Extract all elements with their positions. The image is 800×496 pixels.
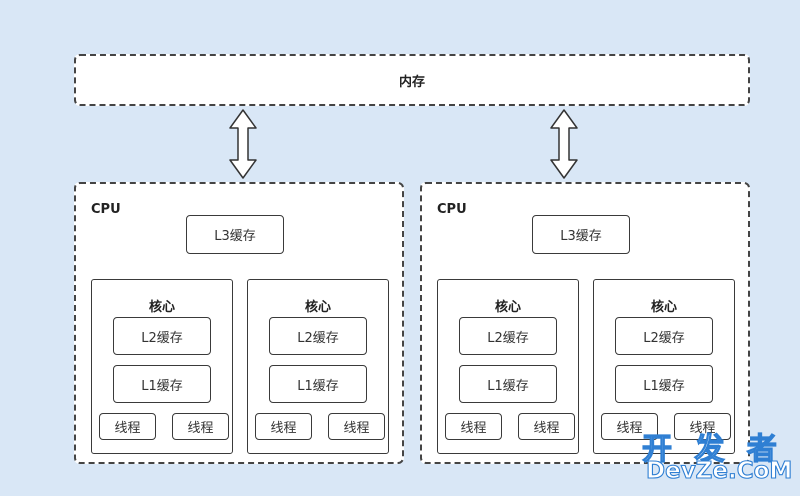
l2-cache-box: L2缓存 bbox=[113, 317, 211, 355]
thread-box: 线程 bbox=[172, 413, 229, 440]
thread-box: 线程 bbox=[445, 413, 502, 440]
l1-cache-box: L1缓存 bbox=[459, 365, 557, 403]
thread-label: 线程 bbox=[533, 421, 560, 436]
thread-box: 线程 bbox=[518, 413, 575, 440]
thread-label: 线程 bbox=[343, 421, 370, 436]
l1-cache-box: L1缓存 bbox=[269, 365, 367, 403]
thread-label: 线程 bbox=[114, 421, 141, 436]
core-box: 核心 L2缓存 L1缓存 线程 线程 bbox=[593, 279, 735, 454]
l3-cache-box: L3缓存 bbox=[186, 215, 284, 254]
core-box: 核心 L2缓存 L1缓存 线程 线程 bbox=[437, 279, 579, 454]
l2-cache-box: L2缓存 bbox=[459, 317, 557, 355]
l2-cache-label: L2缓存 bbox=[297, 330, 339, 346]
thread-label: 线程 bbox=[187, 421, 214, 436]
core-label: 核心 bbox=[650, 300, 677, 315]
thread-label: 线程 bbox=[689, 421, 716, 436]
double-arrow-icon bbox=[550, 109, 578, 179]
memory-box: 内存 bbox=[74, 54, 750, 106]
memory-label: 内存 bbox=[398, 74, 425, 90]
cpu-box: CPU L3缓存 核心 L2缓存 L1缓存 线程 线程 核心 L2缓存 L1缓存… bbox=[420, 182, 750, 464]
thread-box: 线程 bbox=[674, 413, 731, 440]
thread-box: 线程 bbox=[255, 413, 312, 440]
l1-cache-label: L1缓存 bbox=[643, 378, 685, 394]
core-box: 核心 L2缓存 L1缓存 线程 线程 bbox=[91, 279, 233, 454]
cpu-label: CPU bbox=[437, 202, 467, 217]
thread-label: 线程 bbox=[616, 421, 643, 436]
thread-box: 线程 bbox=[328, 413, 385, 440]
core-label: 核心 bbox=[304, 300, 331, 315]
l3-cache-label: L3缓存 bbox=[214, 229, 256, 244]
watermark-en: DevZe.CoM bbox=[645, 457, 793, 484]
l2-cache-box: L2缓存 bbox=[615, 317, 713, 355]
thread-box: 线程 bbox=[99, 413, 156, 440]
cpu-label: CPU bbox=[91, 202, 121, 217]
l1-cache-label: L1缓存 bbox=[297, 378, 339, 394]
l2-cache-box: L2缓存 bbox=[269, 317, 367, 355]
l1-cache-box: L1缓存 bbox=[113, 365, 211, 403]
l1-cache-label: L1缓存 bbox=[487, 378, 529, 394]
l2-cache-label: L2缓存 bbox=[643, 330, 685, 346]
l1-cache-label: L1缓存 bbox=[141, 378, 183, 394]
thread-label: 线程 bbox=[270, 421, 297, 436]
l2-cache-label: L2缓存 bbox=[487, 330, 529, 346]
l2-cache-label: L2缓存 bbox=[141, 330, 183, 346]
cpu-box: CPU L3缓存 核心 L2缓存 L1缓存 线程 线程 核心 L2缓存 L1缓存… bbox=[74, 182, 404, 464]
l3-cache-label: L3缓存 bbox=[560, 229, 602, 244]
watermark-cn: 开 发 者 bbox=[641, 431, 783, 467]
core-label: 核心 bbox=[494, 300, 521, 315]
core-box: 核心 L2缓存 L1缓存 线程 线程 bbox=[247, 279, 389, 454]
thread-box: 线程 bbox=[601, 413, 658, 440]
l1-cache-box: L1缓存 bbox=[615, 365, 713, 403]
core-label: 核心 bbox=[148, 300, 175, 315]
thread-label: 线程 bbox=[460, 421, 487, 436]
l3-cache-box: L3缓存 bbox=[532, 215, 630, 254]
double-arrow-icon bbox=[229, 109, 257, 179]
